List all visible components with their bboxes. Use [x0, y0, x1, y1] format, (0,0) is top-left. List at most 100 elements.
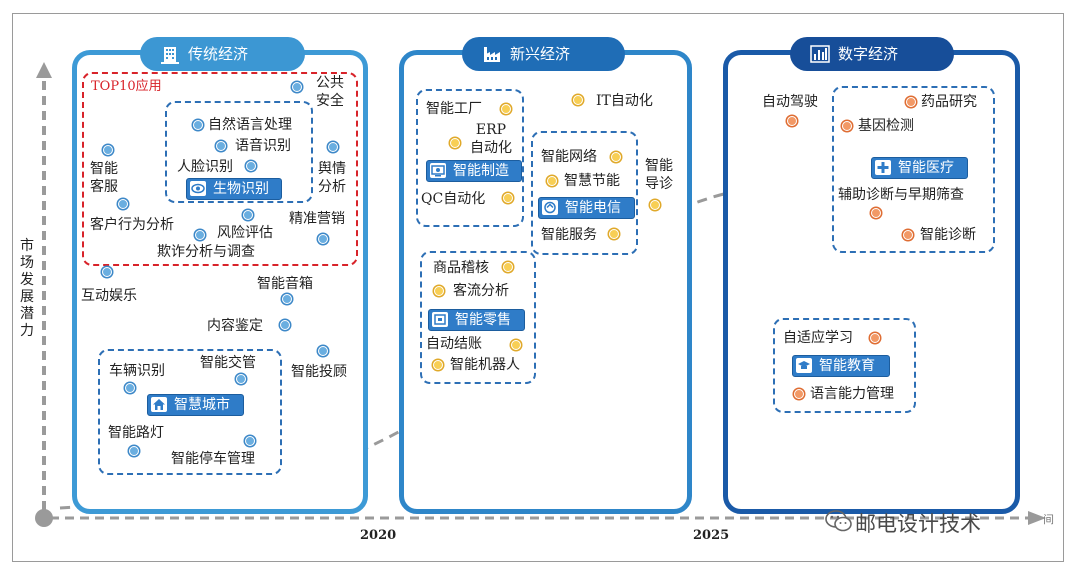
inspection-dot: [503, 262, 513, 272]
precision-marketing-label: 精准营销: [289, 211, 345, 227]
digital-economy-header: 数字经济: [790, 37, 954, 71]
smart-network-label: 智能网络: [541, 149, 597, 165]
year-2025-label: 2025: [693, 528, 730, 543]
smart-cs-label: 智能 客服: [90, 161, 118, 195]
smart-speaker-label: 智能音箱: [257, 276, 313, 292]
opinion-dot: [328, 142, 338, 152]
speech-label: 语音识别: [235, 138, 291, 154]
inspection-label: 商品稽核: [433, 260, 489, 276]
telecom-tag-label: 智能电信: [565, 200, 621, 216]
risk-dot: [243, 210, 253, 220]
factory-icon: [484, 47, 500, 62]
manufacturing-box: [416, 89, 524, 227]
face-dot: [246, 161, 256, 171]
smart-city-tag-label: 智慧城市: [174, 397, 230, 413]
face-label: 人脸识别: [177, 159, 233, 175]
vehicle-recognition-label: 车辆识别: [109, 363, 165, 379]
entertainment-label: 互动娱乐: [81, 288, 137, 304]
gear-screen-icon: [430, 163, 446, 178]
robo-advisor-label: 智能投顾: [291, 364, 347, 380]
adaptive-learning-label: 自适应学习: [783, 330, 853, 346]
smart-service-dot: [609, 229, 619, 239]
smart-city-tag: 智慧城市: [147, 394, 244, 416]
smart-city-box: [98, 349, 282, 475]
telecom-box: [531, 131, 638, 255]
auto-checkout-label: 自动结账: [426, 336, 482, 352]
smart-guide-label: 智能 导诊: [645, 158, 673, 192]
language-ability-dot: [794, 389, 804, 399]
retail-tag-label: 智能零售: [455, 312, 511, 328]
qc-dot: [503, 193, 513, 203]
y-axis-arrow: [36, 62, 52, 78]
language-ability-label: 语言能力管理: [810, 386, 894, 402]
biometric-tag: 生物识别: [186, 178, 282, 200]
medical-icon: [875, 160, 891, 175]
x-axis-arrow: [1028, 511, 1046, 525]
wechat-icon: [825, 510, 852, 532]
emerging-economy-header: 新兴经济: [462, 37, 625, 71]
smart-traffic-label: 智能交管: [200, 355, 256, 371]
retail-box: [420, 251, 536, 384]
building-icon: [161, 47, 179, 64]
telecom-tag: 智能电信: [538, 197, 635, 219]
top10-label: TOP10应用: [91, 79, 162, 94]
shop-icon: [432, 312, 448, 327]
opinion-label: 舆情 分析: [318, 161, 346, 195]
energy-saving-dot: [547, 176, 557, 186]
home-icon: [151, 397, 167, 412]
graduation-cap-icon: [796, 358, 812, 373]
smart-streetlight-label: 智能路灯: [108, 425, 164, 441]
education-box: [773, 318, 916, 413]
smart-guide-dot: [650, 200, 660, 210]
smart-network-dot: [611, 152, 621, 162]
manufacturing-tag-label: 智能制造: [453, 163, 509, 179]
customer-behavior-dot: [118, 199, 128, 209]
traditional-economy-header: 传统经济: [140, 37, 305, 71]
smart-service-label: 智能服务: [541, 227, 597, 243]
healthcare-tag: 智能医疗: [871, 157, 968, 179]
smart-cs-dot: [103, 145, 113, 155]
emerging-economy-title: 新兴经济: [510, 45, 571, 63]
genetic-testing-dot: [842, 121, 852, 131]
year-2020-label: 2020: [360, 528, 397, 543]
eye-icon: [190, 181, 206, 196]
education-tag: 智能教育: [792, 355, 890, 377]
robo-advisor-dot: [318, 346, 328, 356]
smart-parking-dot: [245, 436, 255, 446]
energy-saving-label: 智慧节能: [564, 173, 620, 189]
smart-speaker-dot: [282, 294, 292, 304]
it-automation-dot: [573, 95, 583, 105]
qc-label: QC自动化: [421, 191, 486, 207]
figure-frame: [12, 13, 1064, 562]
y-axis-label: 市场发展潜力: [20, 238, 34, 339]
entertainment-dot: [102, 267, 112, 277]
content-review-dot: [280, 320, 290, 330]
risk-label: 风险评估: [217, 225, 273, 241]
erp-dot: [450, 138, 460, 148]
content-review-label: 内容鉴定: [207, 318, 263, 334]
traditional-economy-title: 传统经济: [188, 45, 249, 63]
digital-economy-title: 数字经济: [838, 45, 899, 63]
smart-factory-dot: [501, 104, 511, 114]
assisted-diagnosis-dot: [871, 208, 881, 218]
axis-origin: [35, 509, 53, 527]
smart-parking-label: 智能停车管理: [171, 451, 255, 467]
smart-factory-label: 智能工厂: [426, 101, 482, 117]
digital-economy-panel: [723, 50, 1020, 514]
robot-dot: [433, 360, 443, 370]
public-safety-label: 公共 安全: [316, 75, 344, 109]
healthcare-tag-label: 智能医疗: [898, 160, 954, 176]
precision-marketing-dot: [318, 234, 328, 244]
education-tag-label: 智能教育: [819, 358, 875, 374]
telecom-icon: [542, 200, 558, 215]
traffic-analysis-label: 客流分析: [453, 283, 509, 299]
retail-tag: 智能零售: [428, 309, 525, 331]
healthcare-box: [832, 86, 995, 253]
drug-research-label: 药品研究: [921, 94, 977, 110]
auto-checkout-dot: [511, 340, 521, 350]
adaptive-learning-dot: [870, 333, 880, 343]
smart-diagnosis-dot: [903, 230, 913, 240]
chart-icon: [810, 45, 830, 63]
watermark-text: 邮电设计技术: [855, 512, 981, 536]
public-safety-dot: [292, 82, 302, 92]
